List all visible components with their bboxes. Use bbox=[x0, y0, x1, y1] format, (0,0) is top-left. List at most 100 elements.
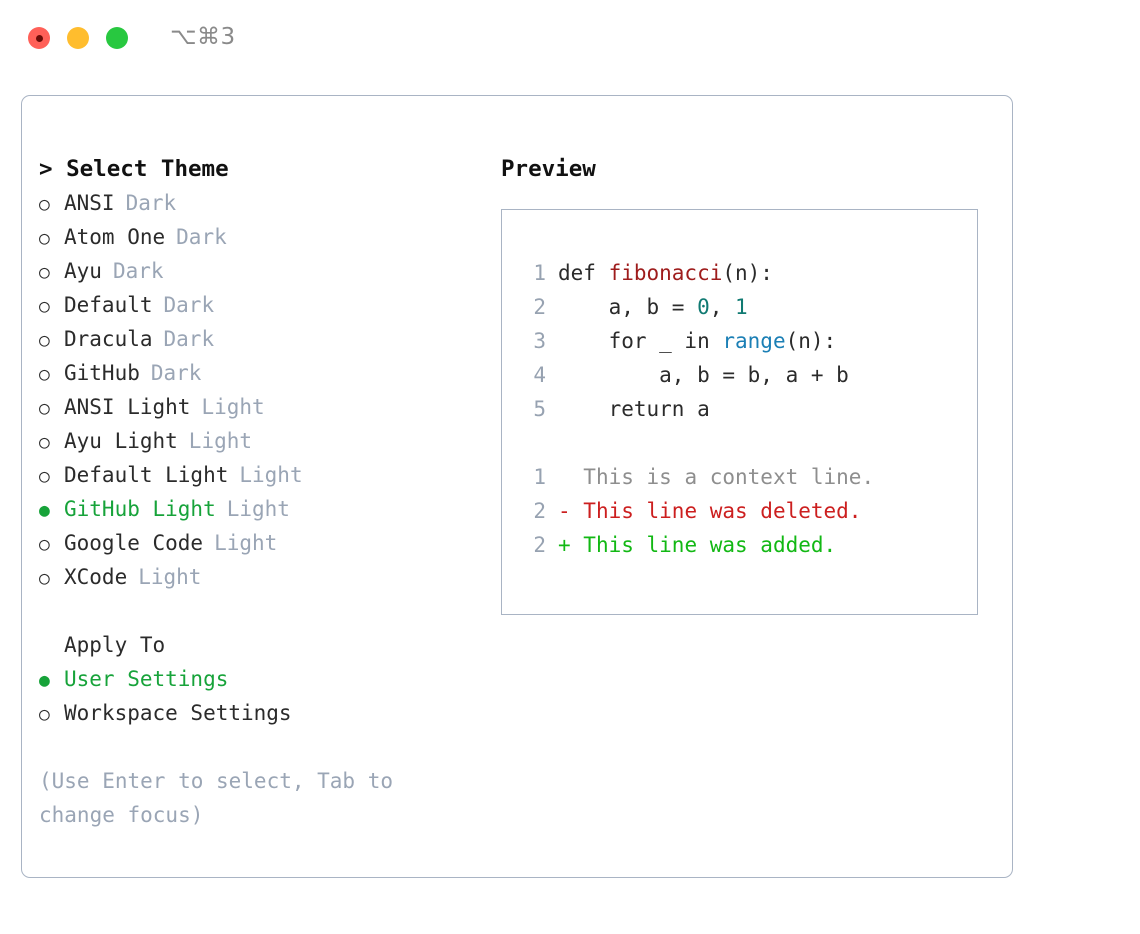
code-token: (n): bbox=[722, 261, 773, 285]
code-token: return a bbox=[558, 397, 710, 421]
radio-unselected-icon: ○ bbox=[39, 534, 50, 555]
preview-heading: Preview bbox=[501, 156, 596, 182]
code-token: , bbox=[709, 295, 736, 319]
keyboard-hint-text: (Use Enter to select, Tab to change focu… bbox=[39, 769, 394, 827]
code-line: 5 return a bbox=[502, 392, 977, 426]
code-token: a, b = bbox=[558, 295, 698, 319]
theme-option-label: Ayu bbox=[64, 259, 102, 283]
select-theme-heading: > Select Theme bbox=[39, 156, 229, 182]
theme-variant-tag: Light bbox=[138, 565, 202, 589]
radio-unselected-icon: ○ bbox=[39, 364, 50, 385]
code-line-number: 1 bbox=[533, 261, 546, 285]
code-line-number: 4 bbox=[533, 363, 546, 387]
keyboard-shortcut-hint: ⌥⌘3 bbox=[170, 24, 236, 50]
theme-option-label: ANSI Light bbox=[64, 395, 191, 419]
radio-unselected-icon: ○ bbox=[39, 296, 50, 317]
apply-to-option[interactable]: ●User Settings bbox=[39, 662, 489, 696]
theme-option[interactable]: ○ Ayu Light Light bbox=[39, 424, 489, 458]
theme-option-label: Ayu Light bbox=[64, 429, 178, 453]
theme-variant-tag: Dark bbox=[163, 293, 215, 317]
theme-variant-tag: Light bbox=[214, 531, 278, 555]
theme-option[interactable]: ○ ANSI Light Light bbox=[39, 390, 489, 424]
window-controls bbox=[28, 27, 128, 49]
code-line-number: 2 bbox=[533, 295, 546, 319]
theme-option-label: ANSI bbox=[64, 191, 115, 215]
theme-variant-tag: Dark bbox=[112, 259, 164, 283]
diff-line-number: 2 bbox=[533, 533, 546, 557]
maximize-window-button[interactable] bbox=[106, 27, 128, 49]
radio-unselected-icon: ○ bbox=[39, 398, 50, 419]
diff-line-text: This line was deleted. bbox=[570, 499, 862, 523]
theme-option-label: Dracula bbox=[64, 327, 153, 351]
diff-sample: 1 This is a context line. 2- This line wa… bbox=[502, 460, 977, 562]
code-diff-spacer bbox=[502, 426, 977, 460]
apply-to-option[interactable]: ○ Workspace Settings bbox=[39, 696, 489, 730]
theme-option[interactable]: ○ GitHub Dark bbox=[39, 356, 489, 390]
theme-option-label: GitHub bbox=[64, 361, 140, 385]
theme-option-label: Default bbox=[64, 293, 153, 317]
code-token: def bbox=[558, 261, 609, 285]
code-line: 1 def fibonacci(n): bbox=[502, 256, 977, 290]
diff-line: 2- This line was deleted. bbox=[502, 494, 977, 528]
radio-unselected-icon: ○ bbox=[39, 568, 50, 589]
radio-selected-icon: ● bbox=[39, 500, 50, 521]
theme-variant-tag: Light bbox=[239, 463, 303, 487]
title-bar: ⌥⌘3 bbox=[0, 0, 1140, 78]
diff-line-text: This is a context line. bbox=[570, 465, 875, 489]
apply-to-section: Apply To ●User Settings ○ Workspace Settin… bbox=[39, 628, 489, 730]
theme-option[interactable]: ○ ANSI Dark bbox=[39, 186, 489, 220]
theme-option-label: XCode bbox=[64, 565, 128, 589]
theme-option[interactable]: ○ Default Dark bbox=[39, 288, 489, 322]
code-line: 3 for _ in range(n): bbox=[502, 324, 977, 358]
code-token: for _ in bbox=[558, 329, 723, 353]
diff-marker: - bbox=[558, 499, 571, 523]
theme-option[interactable]: ○ Ayu Dark bbox=[39, 254, 489, 288]
theme-option-label: Default Light bbox=[64, 463, 229, 487]
apply-to-heading: Apply To bbox=[64, 633, 166, 657]
theme-variant-tag: Light bbox=[201, 395, 265, 419]
code-token: 1 bbox=[735, 295, 748, 319]
apply-to-list[interactable]: ●User Settings ○ Workspace Settings bbox=[39, 662, 489, 730]
code-line-number: 5 bbox=[533, 397, 546, 421]
code-line-number: 3 bbox=[533, 329, 546, 353]
theme-option[interactable]: ○ XCode Light bbox=[39, 560, 489, 594]
theme-variant-tag: Dark bbox=[125, 191, 177, 215]
minimize-window-button[interactable] bbox=[67, 27, 89, 49]
radio-unselected-icon: ○ bbox=[39, 262, 50, 283]
radio-selected-icon: ● bbox=[39, 670, 50, 691]
code-token: range bbox=[722, 329, 786, 353]
code-line: 2 a, b = 0, 1 bbox=[502, 290, 977, 324]
theme-option[interactable]: ○ Atom One Dark bbox=[39, 220, 489, 254]
theme-variant-tag: Light bbox=[188, 429, 253, 453]
radio-unselected-icon: ○ bbox=[39, 432, 50, 453]
code-token: fibonacci bbox=[608, 261, 723, 285]
code-token: (n): bbox=[785, 329, 837, 353]
theme-variant-tag: Dark bbox=[163, 327, 215, 351]
theme-variant-tag: Dark bbox=[176, 225, 227, 249]
diff-line-number: 1 bbox=[533, 465, 546, 489]
code-line: 4 a, b = b, a + b bbox=[502, 358, 977, 392]
radio-unselected-icon: ○ bbox=[39, 194, 50, 215]
code-token: 0 bbox=[697, 295, 710, 319]
close-window-button[interactable] bbox=[28, 27, 50, 49]
radio-unselected-icon: ○ bbox=[39, 228, 50, 249]
diff-marker bbox=[558, 460, 571, 494]
theme-option-label: Atom One bbox=[64, 225, 166, 249]
theme-variant-tag: Dark bbox=[150, 361, 202, 385]
diff-line-number: 2 bbox=[533, 499, 546, 523]
theme-option[interactable]: ○ Default Light Light bbox=[39, 458, 489, 492]
diff-marker: + bbox=[558, 533, 571, 557]
radio-unselected-icon: ○ bbox=[39, 466, 50, 487]
radio-unselected-icon: ○ bbox=[39, 704, 50, 725]
apply-to-option-label: Workspace Settings bbox=[64, 701, 292, 725]
